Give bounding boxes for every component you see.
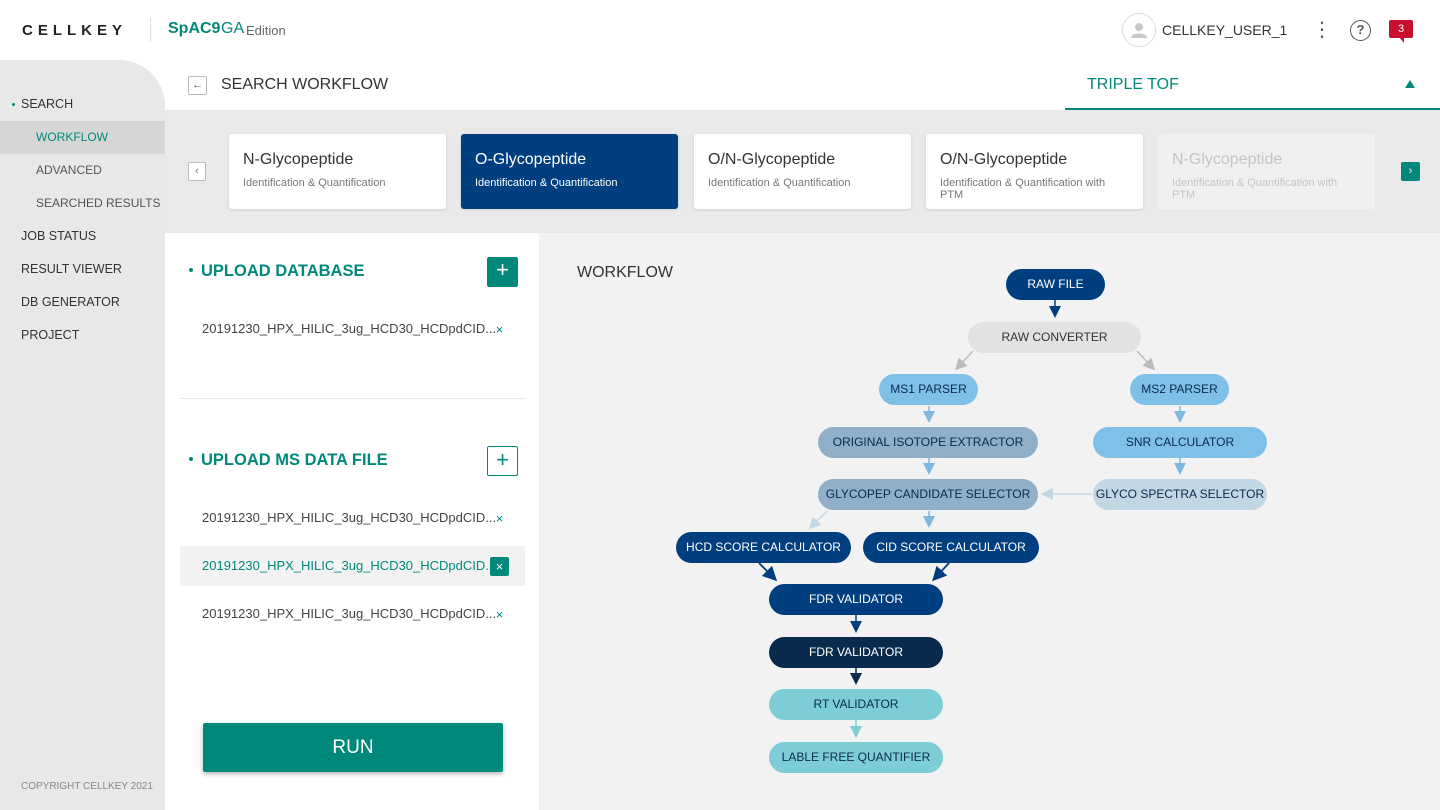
node-raw-converter[interactable]: RAW CONVERTER — [968, 322, 1141, 353]
card-subtitle: Identification & Quantification — [475, 177, 618, 189]
node-rt-validator[interactable]: RT VALIDATOR — [769, 689, 943, 720]
notification-badge-tail — [1399, 37, 1404, 43]
sidebar-item-label: SEARCHED RESULTS — [36, 196, 161, 210]
caret-up-icon[interactable] — [1405, 80, 1415, 88]
card-subtitle: Identification & Quantification with PTM — [1172, 177, 1338, 201]
back-arrow-icon[interactable]: ← — [188, 76, 207, 95]
workflow-title: WORKFLOW — [577, 264, 673, 281]
workflow-card-n-glycopeptide-ptm: N-Glycopeptide Identification & Quantifi… — [1158, 134, 1375, 209]
carousel-prev-icon[interactable]: ‹ — [188, 162, 206, 181]
node-isotope-extractor[interactable]: ORIGINAL ISOTOPE EXTRACTOR — [818, 427, 1038, 458]
page-title: SEARCH WORKFLOW — [221, 76, 389, 93]
sidebar-item-workflow[interactable]: WORKFLOW — [0, 121, 165, 154]
sidebar-item-label: WORKFLOW — [36, 130, 108, 144]
sidebar-item-label: SEARCH — [21, 97, 74, 111]
card-title: O-Glycopeptide — [475, 151, 587, 168]
ms-file-row[interactable]: 20191230_HPX_HILIC_3ug_HCD30_HCDpdCID...… — [180, 498, 525, 538]
bullet-icon — [189, 268, 193, 273]
sidebar-item-label: RESULT VIEWER — [21, 262, 122, 276]
node-fdr-validator-2[interactable]: FDR VALIDATOR — [769, 637, 943, 668]
connector — [808, 510, 828, 530]
connector — [932, 562, 950, 582]
sidebar-item-result-viewer[interactable]: RESULT VIEWER — [0, 253, 165, 286]
node-hcd-score[interactable]: HCD SCORE CALCULATOR — [676, 532, 851, 563]
connector — [1136, 350, 1156, 371]
more-menu-icon[interactable]: ⋮ — [1312, 19, 1332, 41]
sidebar-item-label: JOB STATUS — [21, 229, 97, 243]
copyright: COPYRIGHT CELLKEY 2021 — [21, 781, 153, 792]
app-header: CELLKEY SpAC9 GA Edition CELLKEY_USER_1 … — [0, 0, 1440, 60]
sidebar-item-label: ADVANCED — [36, 163, 102, 177]
connector — [954, 350, 974, 371]
remove-file-icon[interactable]: × — [490, 557, 509, 576]
card-subtitle: Identification & Quantification with PTM — [940, 177, 1106, 201]
header-divider — [150, 18, 151, 42]
sidebar-item-advanced[interactable]: ADVANCED — [0, 154, 165, 187]
app-ga-label: GA — [221, 20, 245, 37]
sidebar-item-db-generator[interactable]: DB GENERATOR — [0, 286, 165, 319]
node-cid-score[interactable]: CID SCORE CALCULATOR — [863, 532, 1039, 563]
instrument-selector[interactable]: TRIPLE TOF — [1065, 60, 1440, 110]
username[interactable]: CELLKEY_USER_1 — [1162, 22, 1288, 38]
user-avatar-icon[interactable] — [1122, 13, 1156, 47]
sidebar-item-label: DB GENERATOR — [21, 295, 120, 309]
connector — [758, 562, 778, 582]
node-ms1-parser[interactable]: MS1 PARSER — [879, 374, 978, 405]
sidebar-item-label: PROJECT — [21, 328, 80, 342]
sidebar: SEARCH WORKFLOW ADVANCED SEARCHED RESULT… — [0, 60, 165, 810]
card-title: N-Glycopeptide — [1172, 151, 1283, 168]
card-title: O/N-Glycopeptide — [708, 151, 836, 168]
upload-ms-data-title: UPLOAD MS DATA FILE — [189, 451, 388, 470]
help-icon[interactable]: ? — [1350, 20, 1371, 41]
card-subtitle: Identification & Quantification — [708, 177, 851, 189]
node-fdr-validator-1[interactable]: FDR VALIDATOR — [769, 584, 943, 615]
workflow-card-on-glycopeptide-ptm[interactable]: O/N-Glycopeptide Identification & Quanti… — [926, 134, 1143, 209]
ms-file-row-selected[interactable]: 20191230_HPX_HILIC_3ug_HCD30_HCDpdCID...… — [180, 546, 525, 586]
database-file-row[interactable]: 20191230_HPX_HILIC_3ug_HCD30_HCDpdCID...… — [180, 309, 525, 349]
node-ms2-parser[interactable]: MS2 PARSER — [1130, 374, 1229, 405]
carousel-next-icon[interactable]: › — [1401, 162, 1420, 181]
card-title: O/N-Glycopeptide — [940, 151, 1068, 168]
app-edition-label: Edition — [246, 23, 286, 38]
active-dot-icon — [12, 103, 15, 106]
remove-file-icon[interactable]: × — [495, 607, 504, 622]
node-quantifier[interactable]: LABLE FREE QUANTIFIER — [769, 742, 943, 773]
notification-badge[interactable]: 3 — [1389, 20, 1413, 38]
bullet-icon — [189, 457, 193, 462]
cellkey-logo[interactable]: CELLKEY — [22, 22, 128, 39]
remove-file-icon[interactable]: × — [495, 322, 504, 337]
node-raw-file[interactable]: RAW FILE — [1006, 269, 1105, 300]
remove-file-icon[interactable]: × — [495, 511, 504, 526]
ms-file-row[interactable]: 20191230_HPX_HILIC_3ug_HCD30_HCDpdCID...… — [180, 594, 525, 634]
workflow-panel: WORKFLOW RAW FILE RAW CONVERTER MS1 PARS… — [539, 233, 1440, 810]
instrument-label: TRIPLE TOF — [1087, 76, 1179, 93]
sidebar-item-job-status[interactable]: JOB STATUS — [0, 220, 165, 253]
node-candidate-selector[interactable]: GLYCOPEP CANDIDATE SELECTOR — [818, 479, 1038, 510]
upload-panel: UPLOAD DATABASE + 20191230_HPX_HILIC_3ug… — [165, 233, 539, 810]
file-name: 20191230_HPX_HILIC_3ug_HCD30_HCDpdCID... — [202, 558, 497, 573]
card-subtitle: Identification & Quantification — [243, 177, 386, 189]
card-title: N-Glycopeptide — [243, 151, 354, 168]
sidebar-item-searched-results[interactable]: SEARCHED RESULTS — [0, 187, 165, 220]
add-ms-file-button[interactable]: + — [487, 446, 518, 476]
run-button[interactable]: RUN — [203, 723, 503, 772]
file-name: 20191230_HPX_HILIC_3ug_HCD30_HCDpdCID... — [202, 321, 497, 336]
app-name: SpAC9 — [168, 20, 221, 37]
node-snr-calculator[interactable]: SNR CALCULATOR — [1093, 427, 1267, 458]
file-name: 20191230_HPX_HILIC_3ug_HCD30_HCDpdCID... — [202, 606, 497, 621]
section-divider — [180, 398, 525, 399]
add-database-button[interactable]: + — [487, 257, 518, 287]
upload-database-title: UPLOAD DATABASE — [189, 262, 364, 281]
file-name: 20191230_HPX_HILIC_3ug_HCD30_HCDpdCID... — [202, 510, 497, 525]
workflow-type-carousel: ‹ N-Glycopeptide Identification & Quanti… — [165, 110, 1440, 233]
sidebar-item-search[interactable]: SEARCH — [0, 88, 165, 121]
node-spectra-selector[interactable]: GLYCO SPECTRA SELECTOR — [1093, 479, 1267, 510]
workflow-card-o-glycopeptide[interactable]: O-Glycopeptide Identification & Quantifi… — [461, 134, 678, 209]
workflow-connectors — [758, 300, 1186, 738]
workflow-card-on-glycopeptide[interactable]: O/N-Glycopeptide Identification & Quanti… — [694, 134, 911, 209]
workflow-card-n-glycopeptide[interactable]: N-Glycopeptide Identification & Quantifi… — [229, 134, 446, 209]
sidebar-item-project[interactable]: PROJECT — [0, 319, 165, 352]
